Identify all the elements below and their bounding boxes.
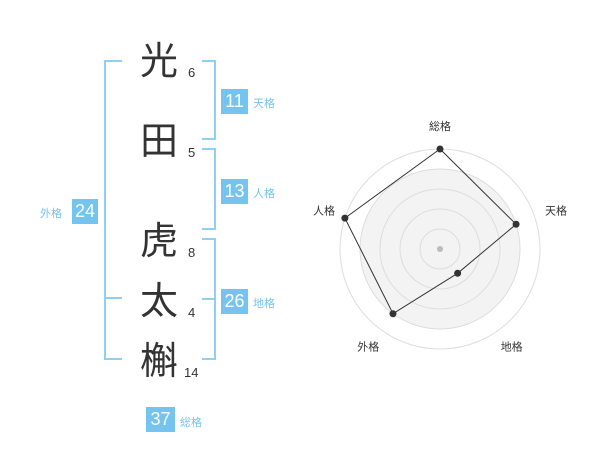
tenkaku-value: 11 — [221, 89, 248, 114]
gaikaku-bracket-tick — [104, 297, 122, 299]
radar-axis-label-3: 地格 — [501, 340, 523, 354]
stroke-count-2: 5 — [188, 145, 196, 160]
radar-point-2 — [512, 220, 520, 228]
soukaku-label: 総格 — [180, 416, 202, 429]
tenkaku-bracket — [202, 60, 216, 140]
name-char-5: 槲 — [140, 339, 179, 383]
stroke-count-5: 14 — [184, 365, 199, 380]
radar-axis-label-1: 総格 — [429, 119, 451, 133]
gaikaku-bracket — [104, 60, 122, 360]
jinkaku-value: 13 — [221, 179, 248, 204]
radar-center — [437, 246, 443, 252]
gaikaku-label: 外格 — [40, 207, 62, 220]
name-char-2: 田 — [140, 119, 179, 163]
radar-polygon — [344, 148, 517, 315]
chikaku-value: 26 — [221, 289, 248, 314]
chikaku-label: 地格 — [253, 297, 275, 310]
name-char-4: 太 — [140, 279, 179, 323]
name-char-1: 光 — [140, 39, 179, 83]
jinkaku-label: 人格 — [253, 187, 275, 200]
radar-ring — [399, 208, 481, 290]
chikaku-bracket-tick — [202, 298, 216, 300]
radar-point-4 — [389, 310, 397, 318]
soukaku-value: 37 — [146, 407, 175, 432]
stroke-count-4: 4 — [188, 305, 196, 320]
stroke-count-1: 6 — [188, 65, 196, 80]
radar-point-5 — [341, 214, 349, 222]
radar-axis-label-4: 外格 — [357, 340, 379, 354]
name-char-3: 虎 — [140, 219, 179, 263]
tenkaku-label: 天格 — [253, 97, 275, 110]
radar-point-1 — [436, 145, 444, 153]
radar-ring — [339, 148, 541, 350]
radar-ring — [419, 228, 461, 270]
radar-point-3 — [454, 269, 462, 277]
radar-axis-label-2: 天格 — [545, 203, 567, 217]
radar-axis-label-5: 人格 — [313, 203, 335, 217]
radar-ring — [379, 188, 501, 310]
gaikaku-value: 24 — [72, 199, 98, 224]
radar-ring — [359, 168, 521, 330]
stroke-count-3: 8 — [188, 245, 196, 260]
jinkaku-bracket — [202, 148, 216, 230]
